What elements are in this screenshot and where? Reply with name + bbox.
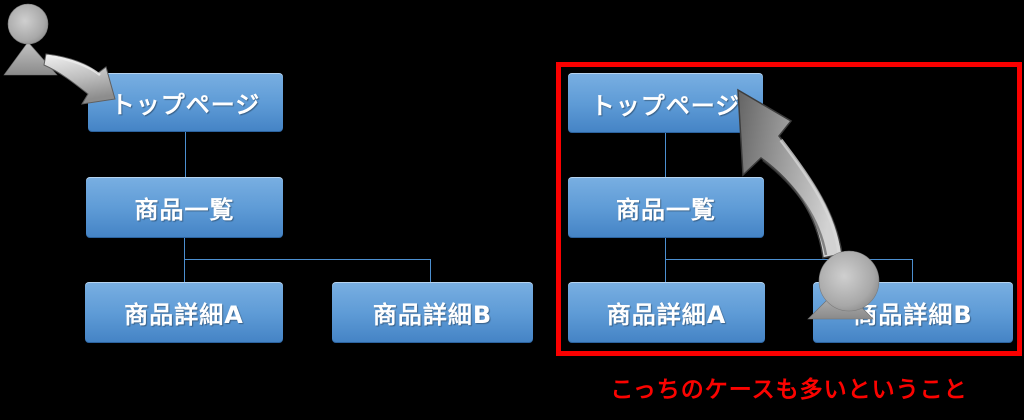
connector-line: [184, 238, 185, 282]
connector-line: [665, 238, 666, 282]
connector-line: [184, 259, 431, 260]
connector-line: [185, 132, 186, 177]
right-node-product-detail-b: 商品詳細B: [813, 282, 1013, 343]
left-node-product-detail-a: 商品詳細A: [85, 282, 283, 343]
left-node-product-list: 商品一覧: [86, 177, 283, 238]
left-person-icon: [3, 3, 58, 76]
connector-line: [912, 259, 913, 282]
right-node-product-list: 商品一覧: [568, 177, 764, 238]
connector-line: [665, 133, 666, 177]
right-node-product-detail-a: 商品詳細A: [568, 282, 765, 343]
caption-text: こっちのケースも多いということ: [610, 377, 968, 403]
connector-line: [430, 259, 431, 282]
left-node-product-detail-b: 商品詳細B: [332, 282, 533, 343]
connector-line: [665, 259, 913, 260]
right-node-top-page: トップページ: [568, 73, 763, 133]
highlight-frame: [556, 62, 1022, 356]
left-node-top-page: トップページ: [88, 73, 283, 132]
